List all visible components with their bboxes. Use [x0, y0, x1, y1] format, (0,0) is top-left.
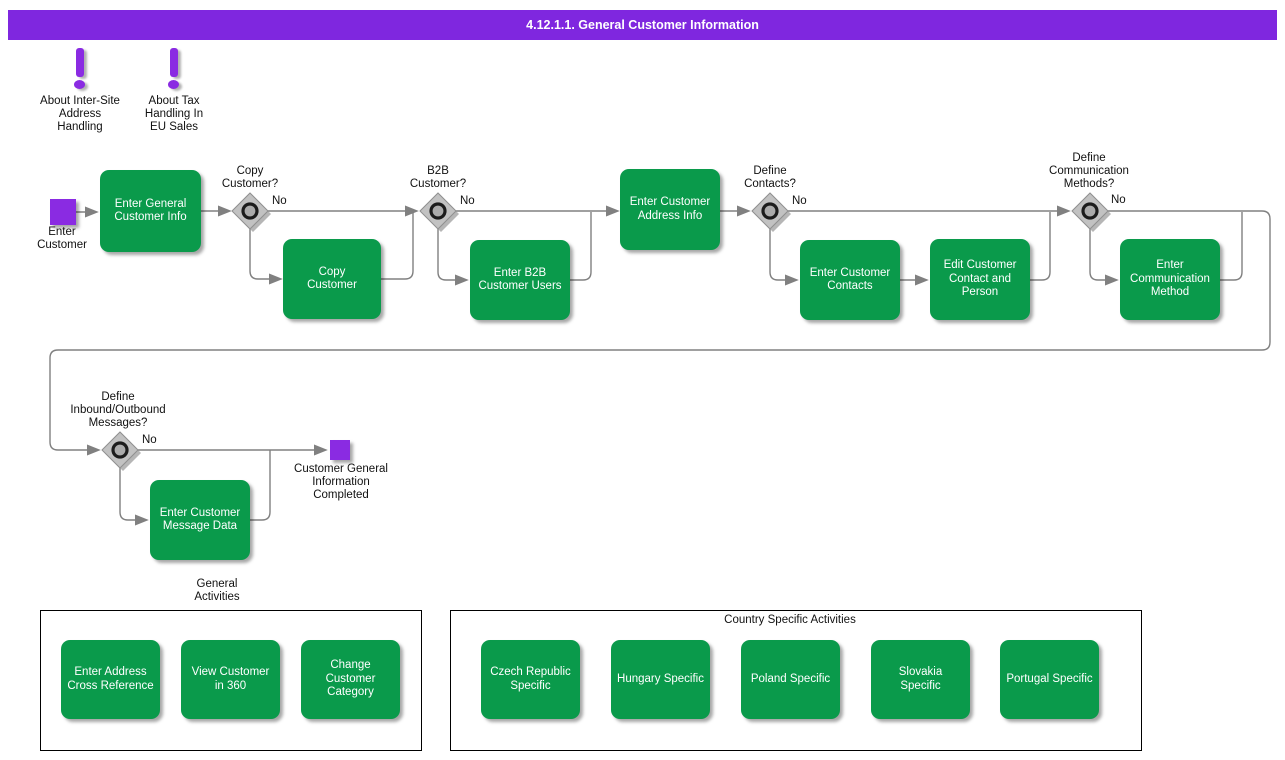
general-activities-group-title: General Activities [194, 578, 240, 603]
activity-edit-customer-contact-and-person[interactable]: Edit Customer Contact and Person [930, 239, 1030, 320]
activity-enter-communication-method[interactable]: Enter Communication Method [1120, 239, 1220, 320]
activity-enter-customer-contacts[interactable]: Enter Customer Contacts [800, 240, 900, 320]
no-branch-label: No [792, 195, 807, 207]
activity-label: Copy Customer [307, 265, 357, 292]
decision-label-define-contacts: Define Contacts? [744, 165, 796, 190]
activity-view-customer-in-360[interactable]: View Customer in 360 [181, 640, 280, 719]
activity-enter-general-customer-info[interactable]: Enter General Customer Info [100, 170, 201, 252]
decision-define-inbound-outbound-messages [101, 431, 141, 471]
activity-label: Edit Customer Contact and Person [943, 259, 1017, 299]
activity-slovakia-specific[interactable]: Slovakia Specific [871, 640, 970, 719]
activity-label: Enter Customer Message Data [159, 506, 241, 533]
activity-enter-customer-message-data[interactable]: Enter Customer Message Data [150, 480, 250, 560]
no-branch-label: No [1111, 194, 1126, 206]
no-branch-label: No [272, 195, 287, 207]
start-node [50, 199, 76, 225]
activity-label: Enter Address Cross Reference [67, 666, 154, 692]
activity-czech-republic-specific[interactable]: Czech Republic Specific [481, 640, 580, 719]
decision-label-define-communication-methods: Define Communication Methods? [1049, 152, 1129, 190]
decision-label-define-inbound-outbound-messages: Define Inbound/Outbound Messages? [70, 391, 166, 429]
decision-define-contacts [751, 192, 791, 232]
activity-enter-b2b-customer-users[interactable]: Enter B2B Customer Users [470, 240, 570, 320]
end-node-label: Customer General Information Completed [294, 463, 388, 501]
start-node-label: Enter Customer [37, 226, 87, 251]
activity-label: Enter Communication Method [1130, 259, 1210, 299]
title-bar: 4.12.1.1. General Customer Information [8, 10, 1277, 40]
decision-copy-customer [231, 192, 271, 232]
activity-label: Change Customer Category [325, 659, 376, 699]
note-label: About Inter-Site Address Handling [40, 95, 120, 133]
country-specific-activities-group-title: Country Specific Activities [724, 614, 856, 626]
no-branch-label: No [142, 434, 157, 446]
decision-label-b2b-customer: B2B Customer? [409, 165, 467, 190]
activity-label: Hungary Specific [617, 672, 704, 685]
exclamation-dot-icon[interactable] [168, 80, 179, 89]
activity-label: View Customer in 360 [191, 666, 270, 692]
note-label: About Tax Handling In EU Sales [144, 95, 204, 133]
activity-label: Slovakia Specific [898, 666, 943, 692]
activity-label: Enter Customer Address Info [629, 196, 711, 222]
decision-b2b-customer [419, 192, 459, 232]
decision-define-communication-methods [1071, 192, 1111, 232]
end-node [330, 440, 350, 460]
exclamation-icon[interactable] [170, 48, 178, 77]
activity-enter-address-cross-reference[interactable]: Enter Address Cross Reference [61, 640, 160, 719]
activity-hungary-specific[interactable]: Hungary Specific [611, 640, 710, 719]
page-title: 4.12.1.1. General Customer Information [526, 18, 759, 32]
activity-portugal-specific[interactable]: Portugal Specific [1000, 640, 1099, 719]
activity-change-customer-category[interactable]: Change Customer Category [301, 640, 400, 719]
activity-label: Enter Customer Contacts [809, 266, 891, 293]
activity-label: Enter General Customer Info [114, 197, 187, 224]
exclamation-dot-icon[interactable] [74, 80, 85, 89]
no-branch-label: No [460, 195, 475, 207]
activity-label: Portugal Specific [1006, 672, 1093, 685]
activity-copy-customer[interactable]: Copy Customer [283, 239, 381, 319]
activity-poland-specific[interactable]: Poland Specific [741, 640, 840, 719]
activity-label: Enter B2B Customer Users [478, 266, 562, 293]
connectors [49, 205, 1271, 526]
activity-label: Czech Republic Specific [490, 666, 571, 692]
exclamation-icon[interactable] [76, 48, 84, 77]
activity-enter-customer-address-info[interactable]: Enter Customer Address Info [620, 169, 720, 250]
activity-label: Poland Specific [750, 672, 831, 685]
decision-label-copy-customer: Copy Customer? [221, 165, 279, 190]
